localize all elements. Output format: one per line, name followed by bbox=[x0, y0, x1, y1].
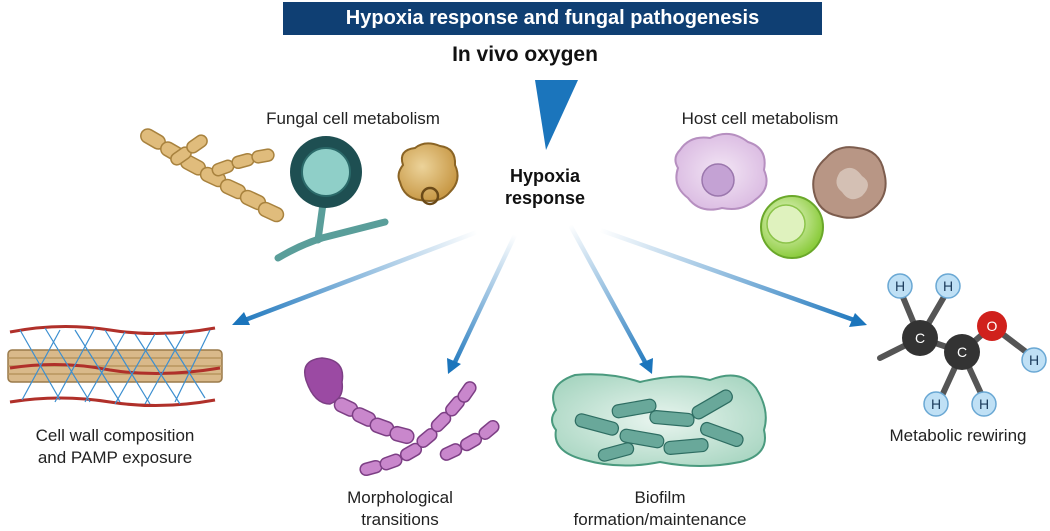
oxygen-gradient-wedge bbox=[535, 80, 578, 150]
carbon-atom-2 bbox=[944, 334, 980, 370]
carbon-label-1: C bbox=[915, 330, 925, 346]
hydrogen-label-3: H bbox=[931, 396, 941, 412]
cell-wall-line1: Cell wall composition bbox=[35, 426, 195, 445]
title-text: Hypoxia response and fungal pathogenesis bbox=[345, 7, 760, 29]
hydrogen-label-5: H bbox=[1029, 352, 1039, 368]
hydrogen-label-1: H bbox=[895, 278, 905, 294]
hypoxia-line2: response bbox=[504, 188, 586, 208]
host-metabolism-label: Host cell metabolism bbox=[681, 109, 839, 128]
arrow-to-metabolic bbox=[599, 227, 867, 327]
biofilm-line2: formation/maintenance bbox=[573, 510, 747, 529]
carbon-atom-1 bbox=[902, 320, 938, 356]
morphology-label: Morphological transitions bbox=[320, 487, 480, 531]
carbon-label-2: C bbox=[957, 344, 967, 360]
morphology-line1: Morphological bbox=[347, 488, 453, 507]
oxygen-label: O bbox=[987, 318, 998, 334]
biofilm-illustration bbox=[551, 373, 767, 467]
hydrogen-atom-1 bbox=[887, 273, 913, 299]
hydrogen-atom-4 bbox=[971, 391, 997, 417]
biofilm-label: Biofilm formation/maintenance bbox=[540, 487, 780, 531]
arrow-to-biofilm bbox=[568, 223, 653, 374]
oxygen-atom bbox=[977, 311, 1007, 341]
ethanol-molecule-atoms: C C O H H H H H bbox=[887, 273, 1047, 417]
yeast-cell-illustration bbox=[397, 142, 459, 206]
fungal-hyphae-illustration bbox=[140, 128, 285, 223]
cell-wall-line2: and PAMP exposure bbox=[37, 448, 193, 467]
hydrogen-atom-5 bbox=[1021, 347, 1047, 373]
biofilm-line1: Biofilm bbox=[634, 488, 686, 507]
cell-wall-label: Cell wall composition and PAMP exposure bbox=[0, 425, 230, 469]
hydrogen-atom-2 bbox=[935, 273, 961, 299]
hypoxia-line1: Hypoxia bbox=[509, 166, 581, 186]
cell-wall-illustration bbox=[7, 324, 223, 408]
arrow-to-cell-wall bbox=[232, 229, 478, 325]
metabolic-label: Metabolic rewiring bbox=[889, 426, 1027, 445]
morphology-illustration bbox=[304, 357, 500, 477]
arrow-to-morphology bbox=[447, 234, 518, 374]
hypoxia-response-label: Hypoxia response bbox=[470, 165, 620, 209]
oxygen-label: In vivo oxygen bbox=[452, 43, 598, 66]
hydrogen-label-2: H bbox=[943, 278, 953, 294]
fungal-metabolism-label: Fungal cell metabolism bbox=[266, 109, 440, 128]
hydrogen-atom-3 bbox=[923, 391, 949, 417]
morphology-line2: transitions bbox=[361, 510, 439, 529]
title-banner: Hypoxia response and fungal pathogenesis bbox=[283, 2, 822, 35]
aspergillus-illustration bbox=[274, 136, 389, 262]
host-cells-illustration bbox=[674, 132, 887, 259]
hydrogen-label-4: H bbox=[979, 396, 989, 412]
